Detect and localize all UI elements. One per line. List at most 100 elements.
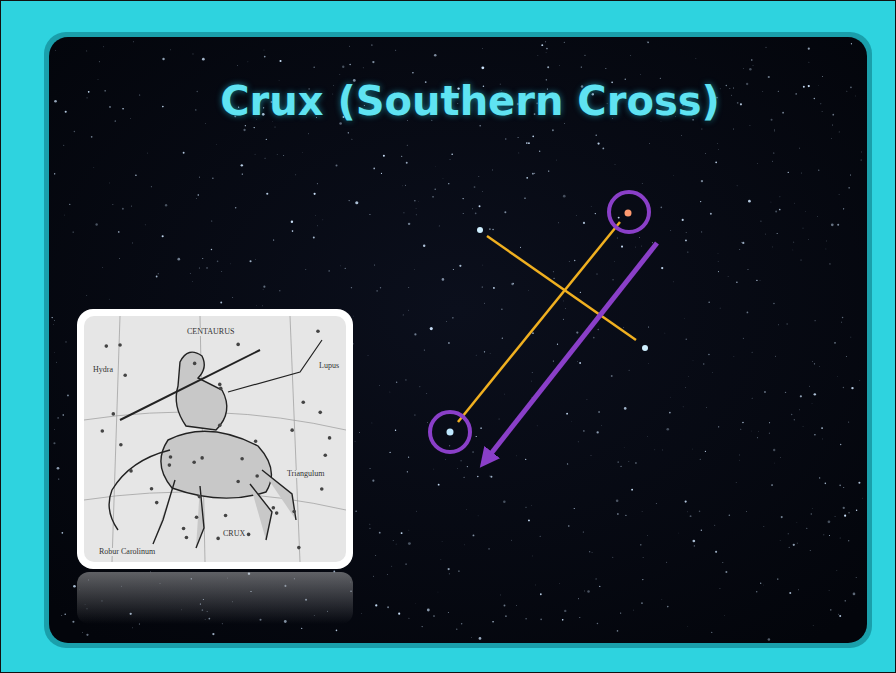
star	[681, 135, 683, 137]
star	[162, 106, 164, 108]
star	[63, 414, 64, 415]
star	[456, 629, 457, 630]
star	[640, 73, 642, 75]
star	[647, 363, 649, 365]
star	[705, 153, 707, 155]
star	[740, 103, 742, 105]
star	[484, 351, 485, 352]
star	[565, 308, 567, 310]
star	[625, 515, 626, 516]
star	[722, 562, 724, 564]
star	[839, 615, 841, 617]
star	[729, 515, 731, 517]
star	[806, 528, 807, 529]
star	[597, 329, 599, 331]
star-field	[52, 41, 863, 641]
star	[476, 436, 477, 437]
star	[241, 164, 243, 166]
star	[401, 156, 402, 157]
star	[735, 482, 737, 484]
star	[859, 379, 861, 381]
star	[211, 249, 212, 250]
engraving-star	[123, 373, 127, 377]
star	[345, 268, 346, 269]
star	[737, 102, 739, 104]
star	[349, 64, 351, 66]
star	[202, 258, 203, 259]
engraving-star	[150, 487, 154, 491]
star	[371, 45, 372, 46]
star	[408, 309, 410, 311]
star	[589, 551, 590, 552]
star	[264, 157, 266, 159]
star	[838, 613, 840, 615]
star	[848, 421, 849, 422]
star	[221, 270, 223, 272]
star	[263, 286, 265, 288]
star	[642, 579, 643, 580]
star	[415, 208, 417, 210]
star	[825, 248, 827, 250]
star	[93, 167, 95, 169]
star	[771, 119, 773, 121]
star	[545, 41, 546, 42]
star	[593, 337, 595, 339]
star	[844, 515, 846, 517]
star	[540, 593, 542, 595]
engraving-star	[118, 343, 122, 347]
star	[541, 44, 543, 46]
star	[715, 161, 717, 163]
star	[353, 315, 355, 317]
star	[103, 46, 105, 48]
star	[566, 413, 568, 415]
star	[850, 87, 852, 89]
star	[685, 232, 687, 234]
star	[655, 502, 657, 504]
star	[448, 568, 450, 570]
star	[55, 361, 57, 363]
star	[108, 298, 110, 300]
star	[415, 214, 417, 216]
star	[623, 327, 625, 329]
star	[667, 606, 669, 608]
star	[301, 628, 302, 629]
star	[525, 618, 526, 619]
star	[843, 487, 844, 488]
star	[266, 139, 267, 140]
star	[472, 208, 473, 209]
star	[819, 477, 820, 478]
star	[717, 252, 719, 254]
star	[414, 414, 416, 416]
star	[131, 206, 132, 207]
star	[597, 143, 599, 145]
star	[830, 609, 832, 611]
star	[620, 466, 621, 467]
star	[292, 230, 294, 232]
star	[597, 623, 599, 625]
star	[574, 508, 575, 509]
engraving-inset	[77, 309, 353, 569]
star	[416, 510, 418, 512]
star	[423, 245, 425, 247]
star	[579, 362, 581, 364]
star	[839, 537, 841, 539]
star	[793, 544, 795, 546]
star	[362, 67, 364, 69]
star	[211, 220, 212, 221]
star	[504, 211, 506, 213]
star	[822, 75, 824, 77]
star	[189, 273, 191, 275]
star	[692, 540, 695, 543]
star	[768, 432, 770, 434]
star	[678, 532, 680, 534]
engraving-star	[129, 469, 133, 473]
star	[105, 90, 106, 91]
star	[477, 515, 479, 517]
star	[407, 471, 408, 472]
engraving-star	[255, 474, 259, 478]
star	[475, 212, 477, 214]
star	[414, 269, 416, 271]
star	[612, 557, 613, 558]
star	[640, 544, 641, 545]
star	[725, 571, 727, 573]
